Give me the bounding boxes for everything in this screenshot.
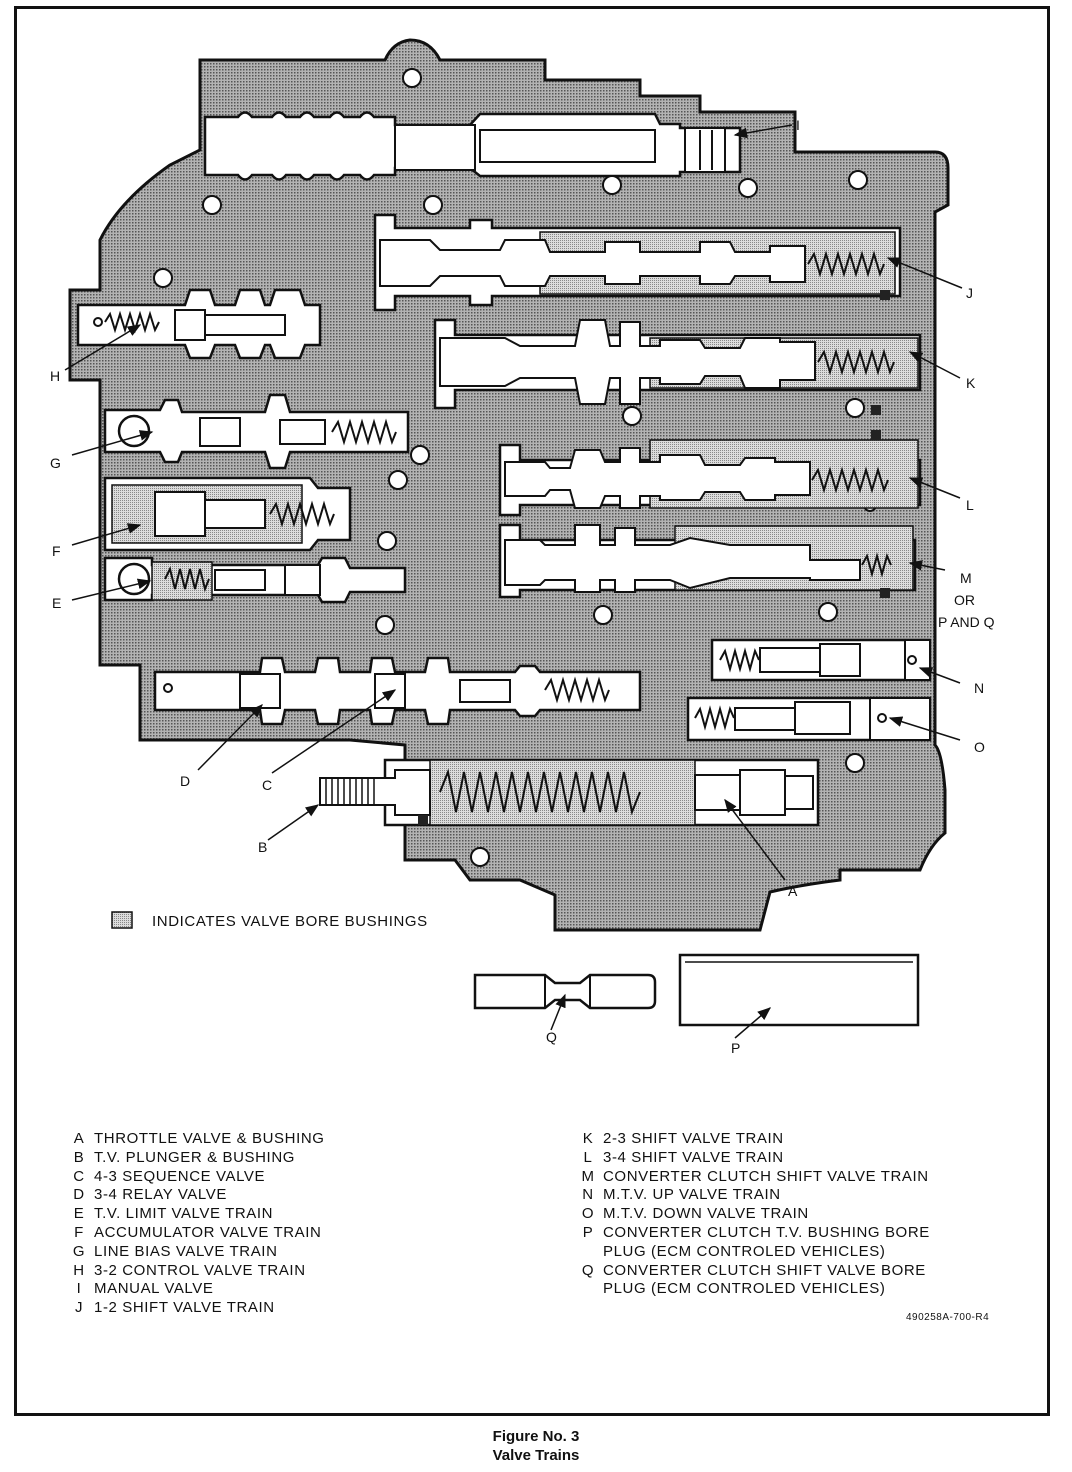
plug-p: [678, 953, 920, 1027]
key-row: F ACCUMULATOR VALVE TRAIN: [64, 1224, 325, 1243]
key-row: J 1-2 SHIFT VALVE TRAIN: [64, 1299, 325, 1318]
callout-d: D: [180, 773, 190, 789]
key-row: P CONVERTER CLUTCH T.V. BUSHING BORE PLUG…: [573, 1224, 930, 1262]
key-row: N M.T.V. UP VALVE TRAIN: [573, 1186, 930, 1205]
callout-n: N: [974, 680, 984, 696]
callout-j: J: [966, 285, 973, 301]
figure-frame: [14, 6, 1050, 1416]
valve-train-m: [498, 523, 917, 599]
key-description: 1-2 SHIFT VALVE TRAIN: [94, 1299, 275, 1317]
key-row: G LINE BIAS VALVE TRAIN: [64, 1243, 325, 1262]
key-row: O M.T.V. DOWN VALVE TRAIN: [573, 1205, 930, 1224]
key-row: B T.V. PLUNGER & BUSHING: [64, 1149, 325, 1168]
caption-figure-number: Figure No. 3: [492, 1428, 580, 1445]
valve-train-f: [103, 476, 352, 552]
key-description: M.T.V. DOWN VALVE TRAIN: [603, 1205, 809, 1223]
bushing-legend-text: INDICATES VALVE BORE BUSHINGS: [152, 913, 428, 930]
key-row: H 3-2 CONTROL VALVE TRAIN: [64, 1262, 325, 1281]
callout-g: G: [50, 455, 61, 471]
valve-train-l: [498, 430, 922, 517]
caption-title: Valve Trains: [492, 1447, 580, 1464]
leader-lines: [64, 124, 963, 1039]
valve-train-j: [373, 213, 902, 312]
key-description: THROTTLE VALVE & BUSHING: [94, 1130, 325, 1147]
key-letter: I: [76, 1280, 82, 1298]
callout-i: I: [796, 117, 800, 133]
key-letter: C: [73, 1167, 85, 1185]
parts-key-right: K 2-3 SHIFT VALVE TRAIN L 3-4 SHIFT VALVE T…: [573, 1130, 930, 1299]
key-description: M.T.V. UP VALVE TRAIN: [603, 1186, 781, 1204]
parts-key-left: A THROTTLE VALVE & BUSHING B T.V. PLUNGER &…: [64, 1130, 325, 1318]
callout-h: H: [50, 368, 60, 384]
key-letter: J: [74, 1299, 84, 1317]
key-letter: G: [72, 1242, 86, 1260]
valve-train-n: [710, 638, 932, 682]
callout-p-plug: P: [731, 1040, 740, 1056]
callout-e: E: [52, 595, 61, 611]
key-row: A THROTTLE VALVE & BUSHING: [64, 1130, 325, 1149]
key-letter: N: [582, 1186, 594, 1204]
key-description: 3-2 CONTROL VALVE TRAIN: [94, 1261, 306, 1279]
callout-b: B: [258, 839, 267, 855]
key-description: 3-4 RELAY VALVE: [94, 1186, 227, 1204]
key-row: K 2-3 SHIFT VALVE TRAIN: [573, 1130, 930, 1149]
key-description: LINE BIAS VALVE TRAIN: [94, 1242, 278, 1260]
bushing-swatch: [111, 911, 133, 929]
manual-valve: [203, 111, 742, 181]
key-description: CONVERTER CLUTCH T.V. BUSHING BORE PLUG …: [603, 1223, 930, 1260]
callout-m: M: [960, 570, 972, 586]
key-row: I MANUAL VALVE: [64, 1280, 325, 1299]
valve-train-g: [103, 393, 410, 470]
key-description: 4-3 SEQUENCE VALVE: [94, 1167, 266, 1185]
key-letter: E: [73, 1205, 85, 1223]
key-row: D 3-4 RELAY VALVE: [64, 1186, 325, 1205]
key-letter: B: [73, 1148, 85, 1166]
key-letter: L: [583, 1148, 593, 1166]
key-letter: F: [74, 1223, 84, 1241]
callout-k: K: [966, 375, 976, 391]
key-row: L 3-4 SHIFT VALVE TRAIN: [573, 1149, 930, 1168]
key-letter: O: [581, 1205, 595, 1223]
valve-train-e: [103, 556, 407, 604]
key-row: E T.V. LIMIT VALVE TRAIN: [64, 1205, 325, 1224]
part-number: 490258A-700-R4: [906, 1312, 990, 1323]
callout-c: C: [262, 777, 272, 793]
callout-o: O: [974, 739, 985, 755]
valve-train-h: [76, 288, 322, 360]
plug-q: [473, 973, 657, 1010]
key-description: T.V. PLUNGER & BUSHING: [94, 1148, 296, 1166]
key-description: CONVERTER CLUTCH SHIFT VALVE BORE PLUG (…: [603, 1261, 926, 1298]
callout-f: F: [52, 543, 61, 559]
figure-caption: Figure No. 3 Valve Trains: [0, 1427, 1072, 1465]
key-description: ACCUMULATOR VALVE TRAIN: [94, 1223, 322, 1241]
callout-q-plug: Q: [546, 1029, 557, 1045]
key-letter: M: [581, 1167, 595, 1185]
callout-labels: I J K L M OR P AND Q N O H G F E D C B A…: [50, 117, 995, 1056]
key-description: T.V. LIMIT VALVE TRAIN: [94, 1205, 274, 1223]
key-row: C 4-3 SEQUENCE VALVE: [64, 1168, 325, 1187]
valve-train-d-c: [153, 656, 642, 726]
valve-train-k: [433, 318, 922, 415]
key-description: MANUAL VALVE: [94, 1280, 214, 1298]
callout-a: A: [788, 883, 798, 899]
callout-or: OR: [954, 592, 975, 608]
callout-l: L: [966, 497, 974, 513]
key-description: CONVERTER CLUTCH SHIFT VALVE TRAIN: [603, 1167, 929, 1185]
key-description: 3-4 SHIFT VALVE TRAIN: [603, 1148, 784, 1166]
key-row: M CONVERTER CLUTCH SHIFT VALVE TRAIN: [573, 1168, 930, 1187]
valve-train-a-b: [319, 758, 820, 827]
key-letter: Q: [581, 1261, 595, 1279]
key-letter: D: [73, 1186, 85, 1204]
key-description: 2-3 SHIFT VALVE TRAIN: [603, 1130, 784, 1147]
key-letter: K: [582, 1130, 594, 1147]
key-letter: P: [582, 1223, 594, 1241]
key-row: Q CONVERTER CLUTCH SHIFT VALVE BORE PLUG …: [573, 1262, 930, 1300]
callout-p-and-q: P AND Q: [938, 614, 995, 630]
key-letter: A: [73, 1130, 85, 1147]
key-letter: H: [73, 1261, 85, 1279]
